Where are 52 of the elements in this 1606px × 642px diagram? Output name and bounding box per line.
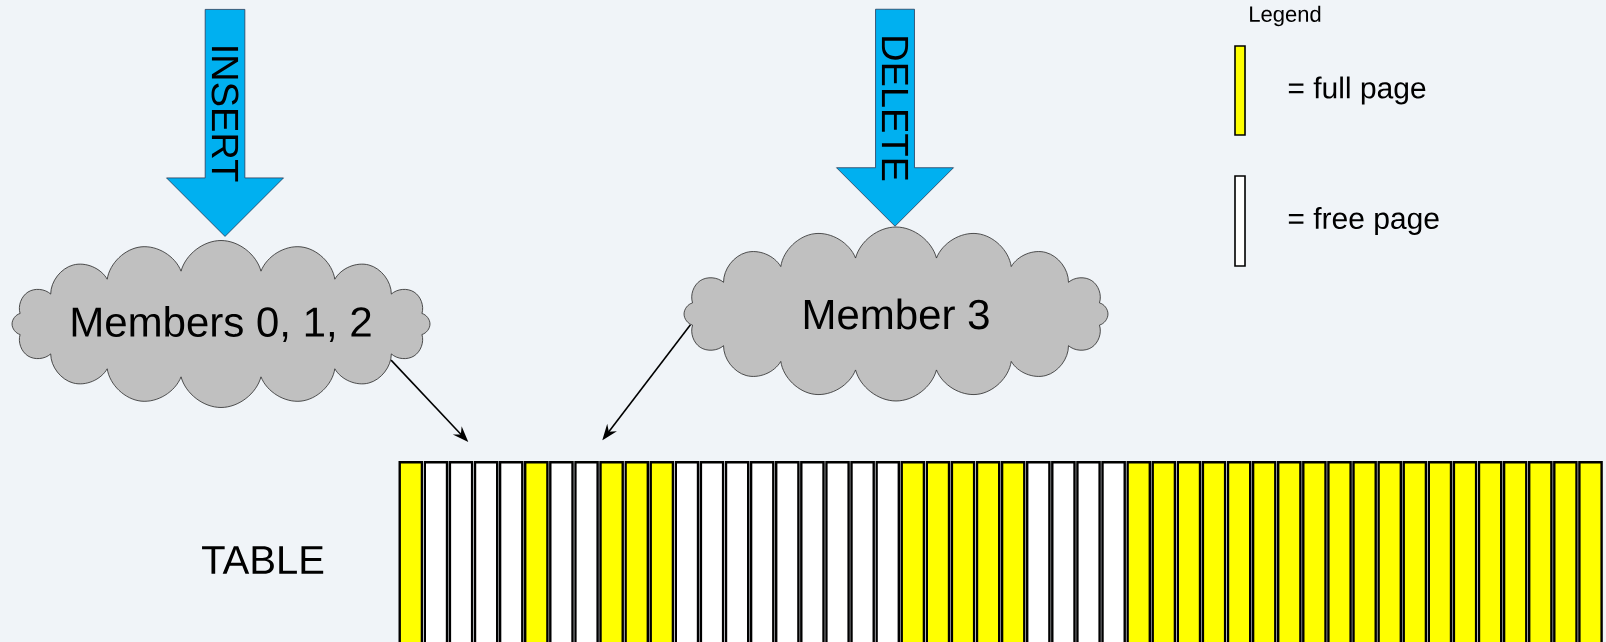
page-bar <box>1000 461 1026 642</box>
page-bar <box>649 461 675 642</box>
page-bar <box>724 461 750 642</box>
page-bar <box>1477 461 1503 642</box>
page-bar <box>473 461 499 642</box>
legend-text: = full page <box>1288 76 1426 105</box>
page-bar <box>1151 461 1177 642</box>
page-bar <box>1502 461 1528 642</box>
page-bar <box>674 461 700 642</box>
page-bar <box>1126 461 1151 642</box>
page-bar <box>850 461 875 642</box>
page-bar <box>925 461 951 642</box>
page-bar <box>875 461 900 642</box>
page-bar <box>1352 461 1377 642</box>
legend-title: Legend <box>1250 5 1321 27</box>
page-bar <box>574 461 599 642</box>
page-bar <box>1226 461 1252 642</box>
table-label: TABLE <box>202 546 324 574</box>
page-bar <box>1251 461 1277 642</box>
page-bar <box>1176 461 1202 642</box>
page-bar <box>1101 461 1126 642</box>
page-bar <box>1377 461 1402 642</box>
page-bar <box>549 461 574 642</box>
page-bar <box>1427 461 1453 642</box>
page-bar <box>1553 461 1578 642</box>
page-bar <box>524 461 549 642</box>
legend-text: = free page <box>1288 207 1439 235</box>
page-bar <box>1302 461 1327 642</box>
page-bar <box>1051 461 1076 642</box>
page-bar <box>1277 461 1302 642</box>
page-bar <box>975 461 1001 642</box>
page-bar <box>1026 461 1051 642</box>
page-bar <box>825 461 850 642</box>
page-bar <box>448 461 474 642</box>
page-bar <box>624 461 649 642</box>
page-bar <box>900 461 926 642</box>
page-bar <box>1578 461 1603 642</box>
page-bar <box>1402 461 1428 642</box>
page-bar <box>775 461 800 642</box>
page-bar <box>1327 461 1352 642</box>
page-bar <box>1528 461 1553 642</box>
page-bar <box>1201 461 1227 642</box>
page-bar <box>423 461 449 642</box>
page-bar <box>1076 461 1101 642</box>
page-bar <box>699 461 725 642</box>
page-bar <box>498 461 524 642</box>
page-bar <box>749 461 775 642</box>
page-bar <box>800 461 825 642</box>
page-bar <box>1452 461 1478 642</box>
page-bar <box>950 461 976 642</box>
page-bar <box>599 461 624 642</box>
page-bar <box>398 461 424 642</box>
